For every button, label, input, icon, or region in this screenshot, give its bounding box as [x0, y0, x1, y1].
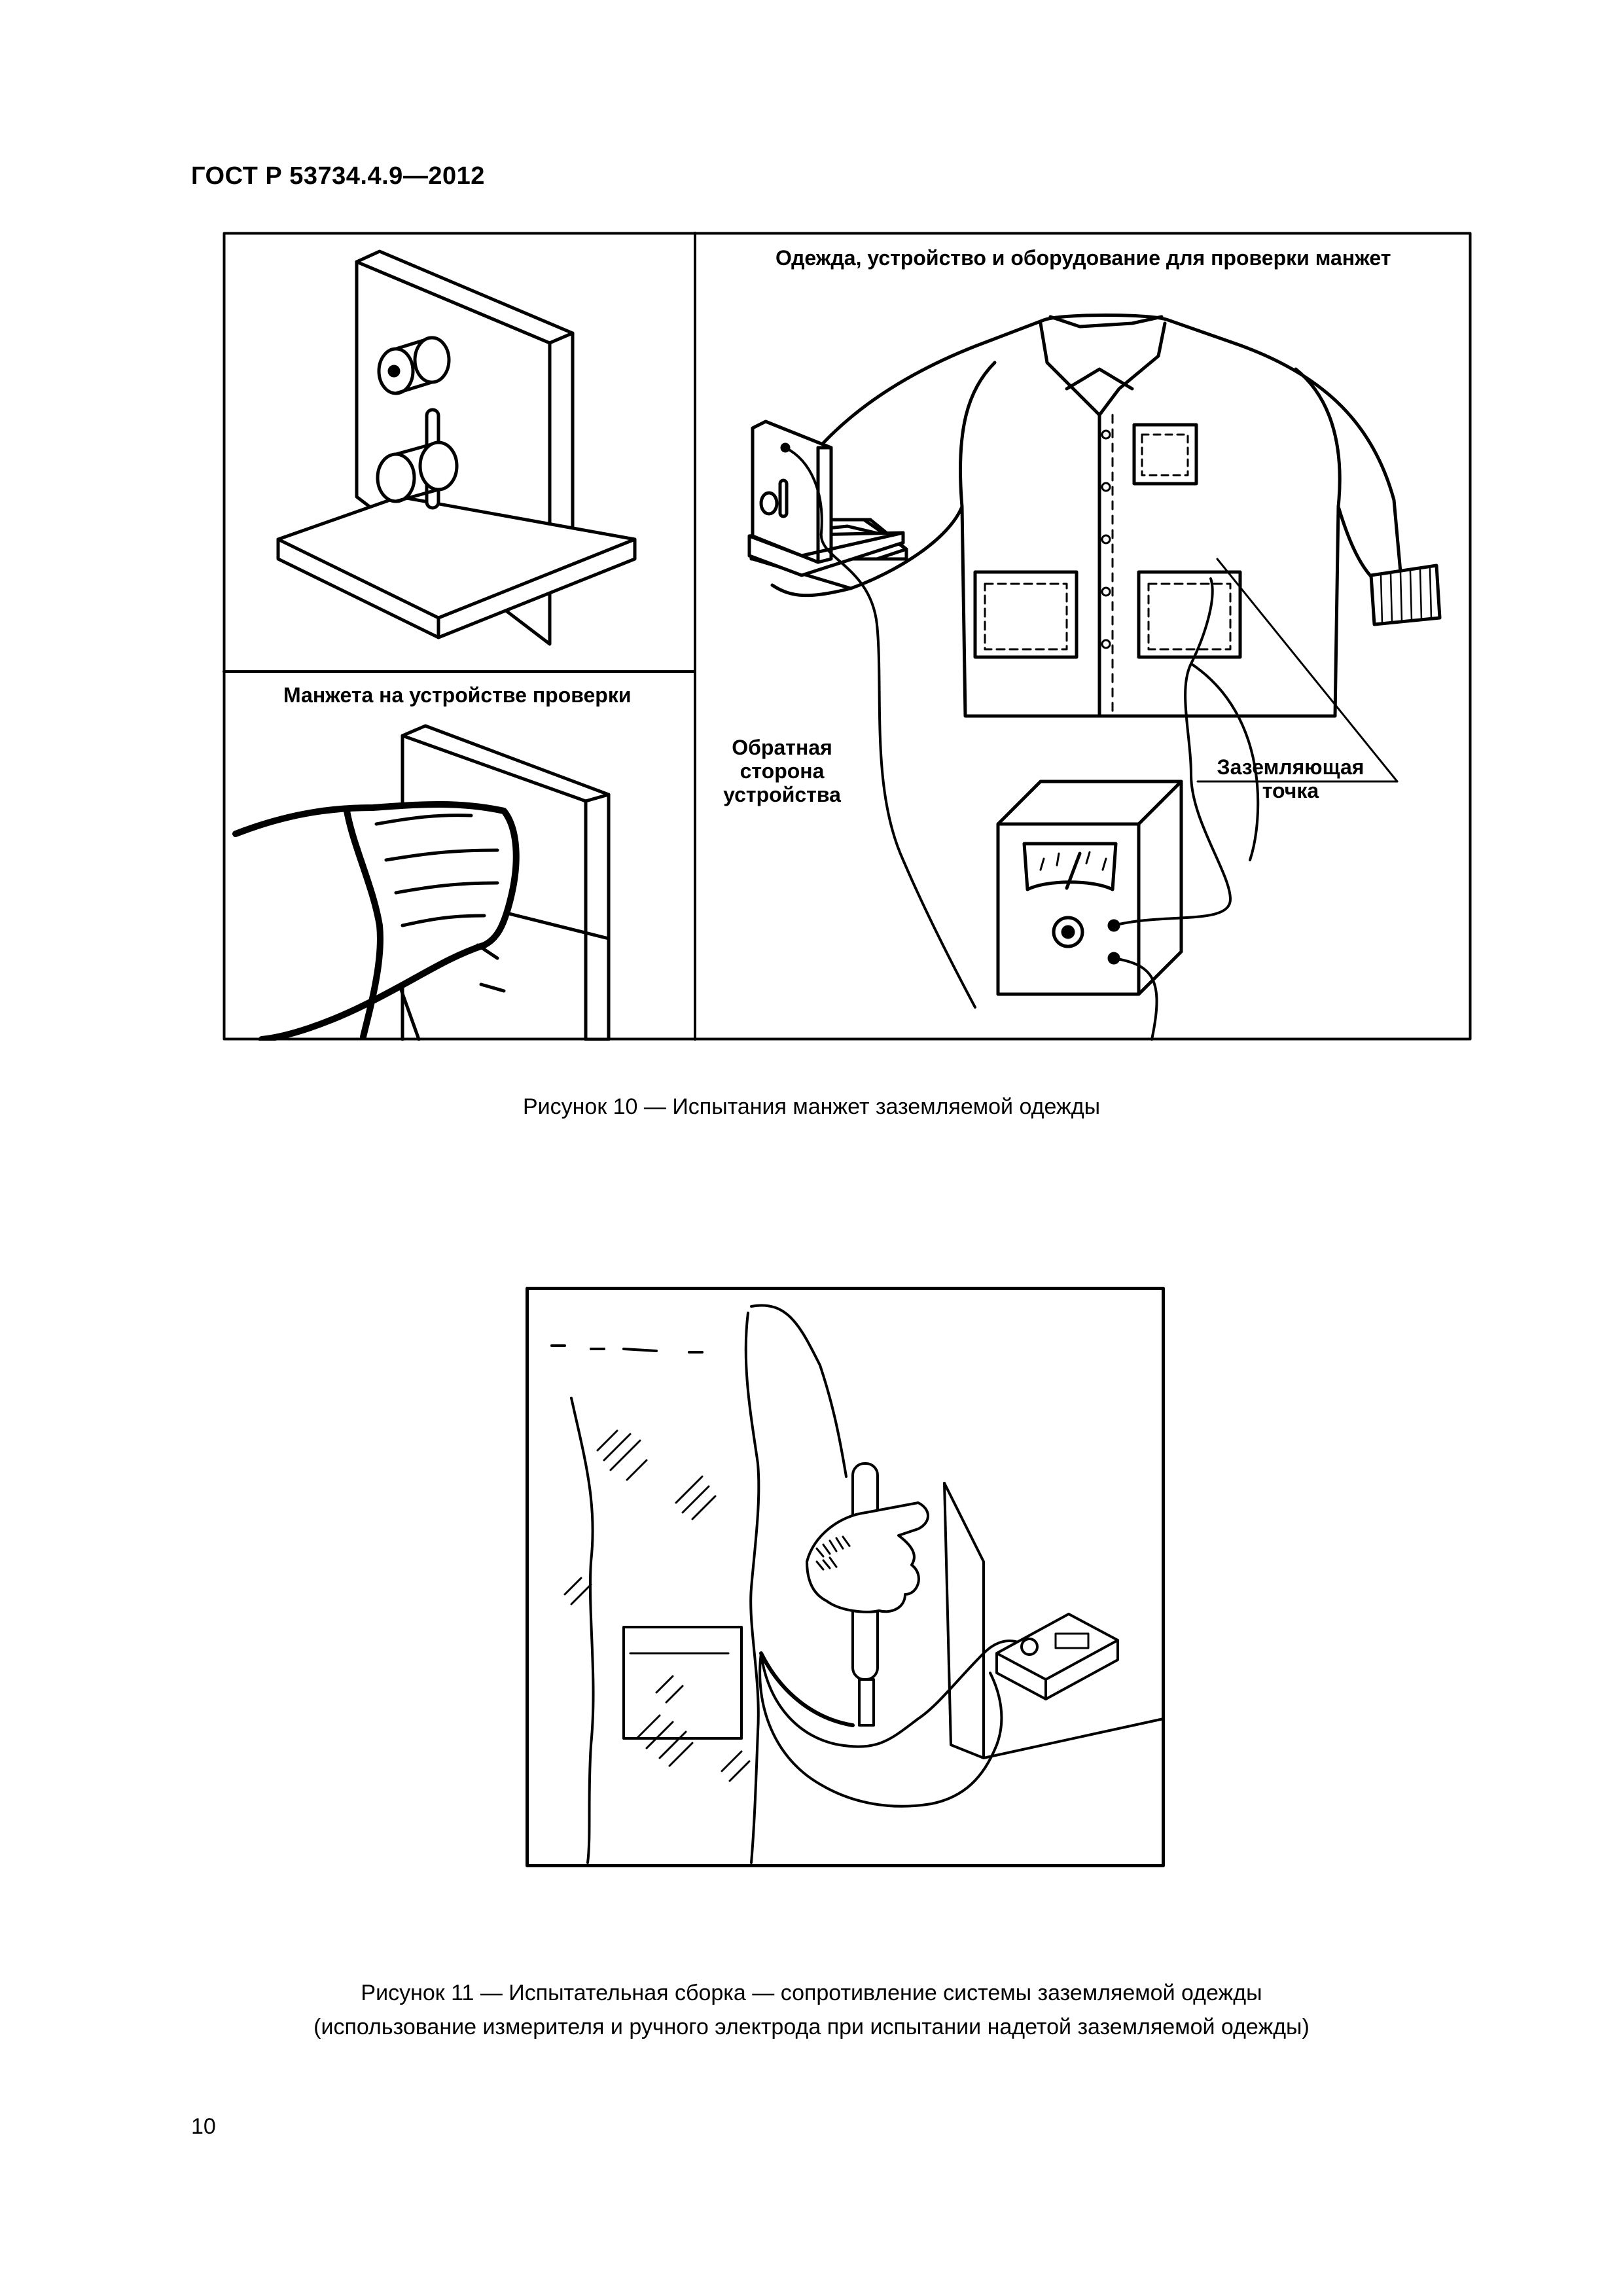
cable-meter-illustration [758, 1482, 1165, 1808]
person-garment-illustration [550, 1304, 847, 1864]
meter-illustration [996, 558, 1399, 1041]
jacket-illustration [751, 314, 1442, 718]
figure-11 [526, 1287, 1165, 1867]
figure-11-caption-line1: Рисунок 11 — Испытательная сборка — сопр… [361, 1981, 1262, 2005]
figure-10-caption: Рисунок 10 — Испытания манжет заземляемо… [522, 1094, 1101, 1119]
figure-10-bottom-left-title: Манжета на устройстве проверки [283, 683, 632, 707]
document-header: ГОСТ Р 53734.4.9—2012 [191, 162, 485, 190]
figure-11-drawing [526, 1287, 1165, 1867]
figure-10: Одежда, устройство и оборудование для пр… [223, 232, 1472, 1043]
figure-10-drawing [223, 232, 1472, 1043]
back-side-label: Обратная сторона устройства [723, 736, 841, 806]
test-device-illustration [276, 249, 637, 646]
small-device-illustration [747, 420, 976, 1009]
figure-11-caption-line2: (использование измерителя и ручного элек… [313, 2015, 1310, 2039]
hand-electrode-illustration [806, 1462, 929, 1727]
cuff-on-device-illustration [232, 724, 611, 1043]
ground-point-label: Заземляющая точка [1217, 755, 1364, 802]
page-number: 10 [191, 2114, 216, 2139]
figure-10-top-right-title: Одежда, устройство и оборудование для пр… [776, 246, 1391, 270]
